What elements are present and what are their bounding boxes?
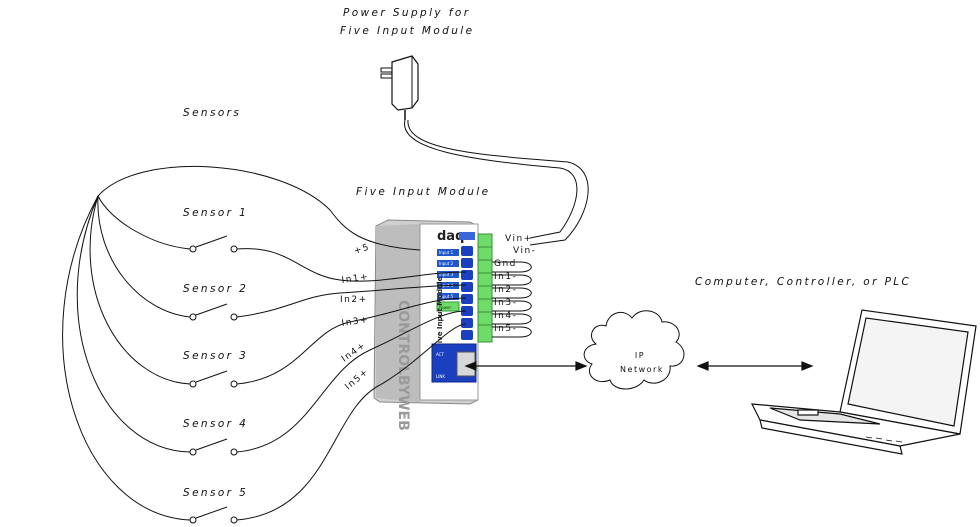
svg-text:In4-: In4- bbox=[494, 311, 517, 321]
network-arrows bbox=[464, 361, 814, 371]
computer-label: Computer, Controller, or PLC bbox=[695, 276, 912, 288]
svg-text:In5+: In5+ bbox=[344, 367, 372, 392]
module-brand: daq bbox=[437, 229, 464, 244]
svg-text:In5-: In5- bbox=[494, 324, 517, 334]
ip-network-cloud bbox=[583, 310, 685, 390]
svg-text:Gnd: Gnd bbox=[494, 259, 517, 269]
svg-text:ACT: ACT bbox=[436, 352, 444, 357]
svg-text:In2+: In2+ bbox=[340, 295, 368, 305]
terminal-labels: Vin+ Vin- Gnd In1- In2- In3- In4- In5- bbox=[494, 234, 536, 334]
svg-text:In1-: In1- bbox=[494, 272, 517, 282]
power-supply-label-line1: Power Supply for bbox=[343, 7, 471, 19]
svg-text:Input 5: Input 5 bbox=[439, 294, 454, 299]
sensor-switches bbox=[189, 235, 238, 524]
svg-text:Input 3: Input 3 bbox=[439, 272, 454, 277]
sensor-2-label: Sensor 2 bbox=[183, 283, 249, 295]
five-input-module: CONTROLBYWEB daq Input 1 Input 2 Input 3… bbox=[373, 219, 493, 431]
svg-text:In3-: In3- bbox=[494, 298, 517, 308]
power-supply-label-line2: Five Input Module bbox=[340, 25, 475, 37]
wire-labels: +5 In1+ In2+ In3+ In4+ In5+ bbox=[340, 242, 371, 392]
svg-text:Input 2: Input 2 bbox=[439, 261, 454, 266]
power-supply-icon bbox=[380, 55, 419, 120]
svg-text:Input 1: Input 1 bbox=[439, 250, 454, 255]
svg-text:Power: Power bbox=[439, 305, 451, 310]
svg-text:Vin-: Vin- bbox=[513, 246, 536, 256]
sensor-5-label: Sensor 5 bbox=[183, 487, 249, 499]
terminal-block bbox=[477, 233, 493, 343]
module-side-text: CONTROLBYWEB bbox=[395, 300, 411, 431]
module-face-text: Five Input Module bbox=[436, 277, 444, 348]
svg-text:+5: +5 bbox=[353, 242, 372, 257]
sensor-3-label: Sensor 3 bbox=[183, 350, 249, 362]
network-label-line1: IP bbox=[635, 351, 645, 360]
svg-text:In3+: In3+ bbox=[341, 315, 370, 329]
sensors-heading: Sensors bbox=[183, 107, 242, 119]
network-label-line2: Network bbox=[620, 365, 664, 374]
module-title: Five Input Module bbox=[356, 186, 491, 198]
svg-text:Vin+: Vin+ bbox=[505, 234, 533, 244]
laptop-icon bbox=[750, 309, 977, 455]
svg-text:In1+: In1+ bbox=[341, 272, 370, 286]
power-led bbox=[436, 301, 460, 312]
svg-text:LINK: LINK bbox=[436, 374, 445, 379]
svg-text:In2-: In2- bbox=[494, 285, 517, 295]
sensor-1-label: Sensor 1 bbox=[183, 207, 249, 219]
sensor-4-label: Sensor 4 bbox=[183, 418, 249, 430]
